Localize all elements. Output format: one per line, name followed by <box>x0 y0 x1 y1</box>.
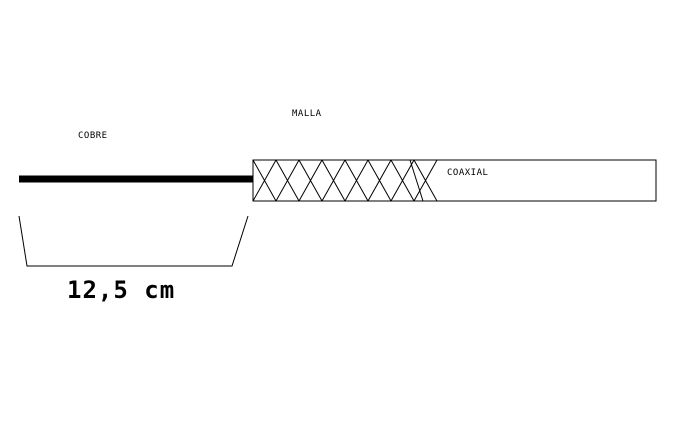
length-label: 12,5 cm <box>67 276 175 304</box>
braided-shield <box>252 159 438 202</box>
coaxial-label: COAXIAL <box>447 168 488 178</box>
malla-label: MALLA <box>292 109 322 119</box>
braid-end <box>409 159 424 202</box>
braid-strand <box>252 159 277 202</box>
braid-strand <box>344 159 369 202</box>
cobre-label: COBRE <box>78 131 108 141</box>
length-bracket <box>18 215 249 267</box>
braid-strand <box>321 159 346 202</box>
braid-strand <box>275 159 300 202</box>
braid-strand <box>367 159 392 202</box>
braid-strand <box>390 159 415 202</box>
braid-strand <box>413 159 438 202</box>
coaxial-cable-body <box>252 159 657 202</box>
braid-strand <box>298 159 323 202</box>
